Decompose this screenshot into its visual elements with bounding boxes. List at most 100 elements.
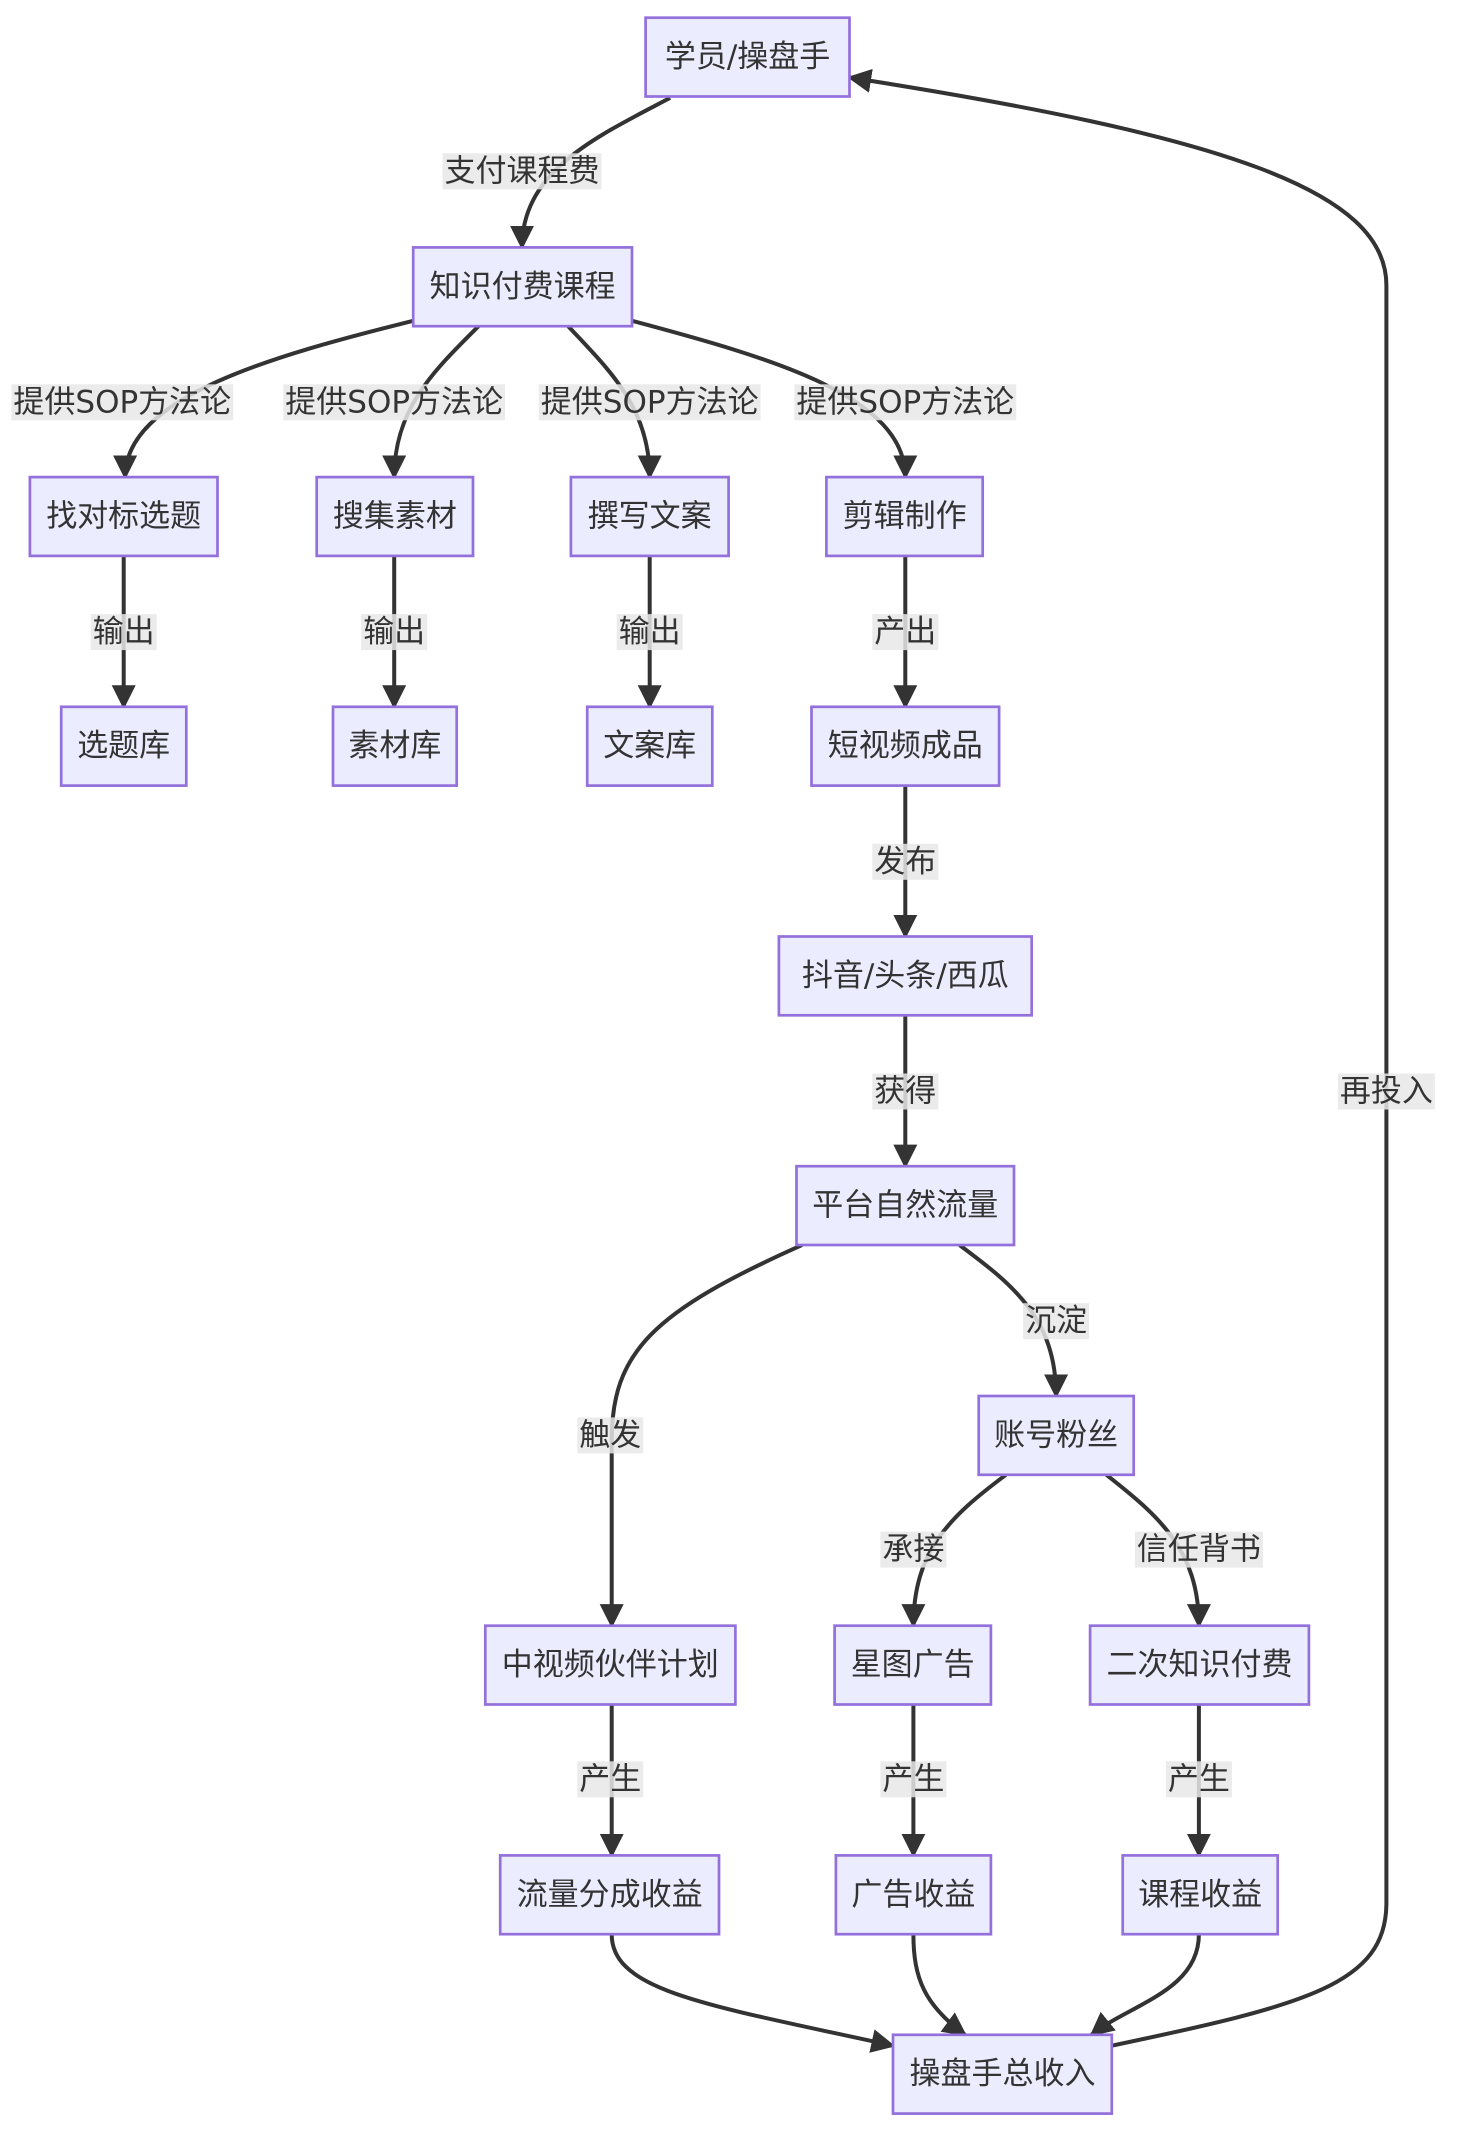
edge-label-text: 承接 [882, 1532, 944, 1568]
edge-line [113, 318, 414, 480]
edge-line [631, 318, 918, 480]
edge-label-text: 再投入 [1340, 1074, 1433, 1110]
edge-label-background [1023, 1303, 1090, 1340]
edge-line [1089, 1934, 1201, 2037]
node-label: 搜集素材 [333, 499, 457, 535]
node-box [1121, 1854, 1280, 1936]
node-topic: 找对标选题 [28, 475, 219, 558]
edge-label-course-to-topic: 提供SOP方法论 [11, 384, 234, 421]
node-secondpay: 二次知识付费 [1088, 1624, 1311, 1706]
edge-label-background [442, 153, 602, 190]
node-label: 选题库 [77, 728, 170, 764]
node-xingtu: 星图广告 [833, 1624, 993, 1706]
node-box [411, 246, 634, 328]
edge-label-text: 沉淀 [1025, 1303, 1087, 1339]
edge-label-text: 提供SOP方法论 [13, 384, 231, 420]
edge-label-background [794, 384, 1017, 421]
node-box [825, 475, 985, 558]
edge-label-text: 产生 [882, 1761, 944, 1797]
node-material: 搜集素材 [315, 475, 475, 558]
edge-label-text: 发布 [874, 844, 936, 880]
edge-label-text: 提供SOP方法论 [285, 384, 503, 420]
edge-line [911, 1934, 968, 2037]
edge-label-total-to-student: 再投入 [1337, 1073, 1435, 1110]
node-box [59, 705, 188, 787]
edge-label-material-to-materiallib: 输出 [361, 614, 428, 651]
edge-courserev-to-total [1089, 1934, 1201, 2037]
node-label: 素材库 [348, 728, 441, 764]
node-copywrite: 撰写文案 [569, 475, 730, 558]
edge-label-video-to-platform: 发布 [872, 843, 939, 880]
edge-label-background [880, 1531, 947, 1568]
node-edit: 剪辑制作 [825, 475, 985, 558]
node-label: 抖音/头条/西瓜 [802, 958, 1009, 994]
node-label: 二次知识付费 [1107, 1647, 1293, 1683]
edge-label-course-to-edit: 提供SOP方法论 [794, 384, 1017, 421]
edge-label-course-to-copywrite: 提供SOP方法论 [538, 384, 761, 421]
node-video: 短视频成品 [810, 705, 1001, 787]
edge-label-background [872, 614, 939, 651]
node-label: 学员/操盘手 [665, 39, 830, 75]
node-label: 剪辑制作 [843, 499, 967, 535]
edge-label-background [1165, 1761, 1232, 1798]
node-adrev: 广告收益 [834, 1854, 993, 1936]
node-box [315, 475, 475, 558]
node-label: 星图广告 [851, 1647, 975, 1683]
node-label: 课程收益 [1138, 1877, 1262, 1913]
edge-line [609, 1934, 896, 2053]
edge-label-text: 提供SOP方法论 [541, 384, 759, 420]
edge-label-background [361, 614, 428, 651]
node-total: 操盘手总收入 [891, 2033, 1114, 2115]
edge-label-traffic-to-fans: 沉淀 [1023, 1303, 1090, 1340]
edge-trafficrev-to-total [609, 1934, 896, 2053]
edge-label-text: 输出 [363, 614, 425, 650]
node-topiclib: 选题库 [59, 705, 188, 787]
node-copylib: 文案库 [585, 705, 714, 787]
node-label: 账号粉丝 [994, 1417, 1118, 1453]
node-label: 操盘手总收入 [910, 2056, 1096, 2092]
edge-label-text: 输出 [93, 614, 155, 650]
node-box [331, 705, 459, 787]
node-box [810, 705, 1001, 787]
edge-label-text: 产生 [579, 1761, 641, 1797]
edge-label-course-to-material: 提供SOP方法论 [283, 384, 506, 421]
edge-label-text: 提供SOP方法论 [796, 384, 1014, 420]
node-box [585, 705, 714, 787]
edge-label-traffic-to-midvideo: 触发 [577, 1417, 644, 1454]
node-courserev: 课程收益 [1121, 1854, 1280, 1936]
node-box [644, 16, 851, 98]
node-label: 知识付费课程 [430, 269, 616, 305]
node-course: 知识付费课程 [411, 246, 634, 328]
node-box [569, 475, 730, 558]
edge-label-fans-to-secondpay: 信任背书 [1134, 1531, 1263, 1568]
edge-label-background [90, 614, 157, 651]
node-label: 撰写文案 [588, 499, 712, 535]
node-student: 学员/操盘手 [644, 16, 851, 98]
edge-label-text: 输出 [619, 614, 681, 650]
node-box [834, 1854, 993, 1936]
edge-label-fans-to-xingtu: 承接 [880, 1531, 947, 1568]
edge-label-background [11, 384, 234, 421]
edge-label-background [880, 1761, 947, 1798]
edge-label-background [1337, 1073, 1435, 1110]
node-label: 流量分成收益 [517, 1877, 703, 1913]
edge-label-background [872, 843, 939, 880]
node-materiallib: 素材库 [331, 705, 459, 787]
node-midvideo: 中视频伙伴计划 [483, 1624, 737, 1706]
node-label: 文案库 [603, 728, 696, 764]
edge-label-background [616, 614, 683, 651]
edge-label-secondpay-to-courserev: 产生 [1165, 1761, 1232, 1798]
edge-course-to-edit [631, 318, 918, 480]
edge-label-background [872, 1073, 939, 1110]
edge-label-background [1134, 1531, 1263, 1568]
edge-label-text: 支付课程费 [445, 153, 600, 189]
node-platform: 抖音/头条/西瓜 [777, 935, 1034, 1017]
node-box [891, 2033, 1114, 2115]
edge-adrev-to-total [911, 1934, 968, 2037]
node-box [1088, 1624, 1311, 1706]
edge-label-topic-to-topiclib: 输出 [90, 614, 157, 651]
edge-label-text: 获得 [874, 1074, 936, 1110]
node-label: 中视频伙伴计划 [502, 1647, 719, 1683]
node-box [833, 1624, 993, 1706]
node-box [795, 1164, 1016, 1247]
